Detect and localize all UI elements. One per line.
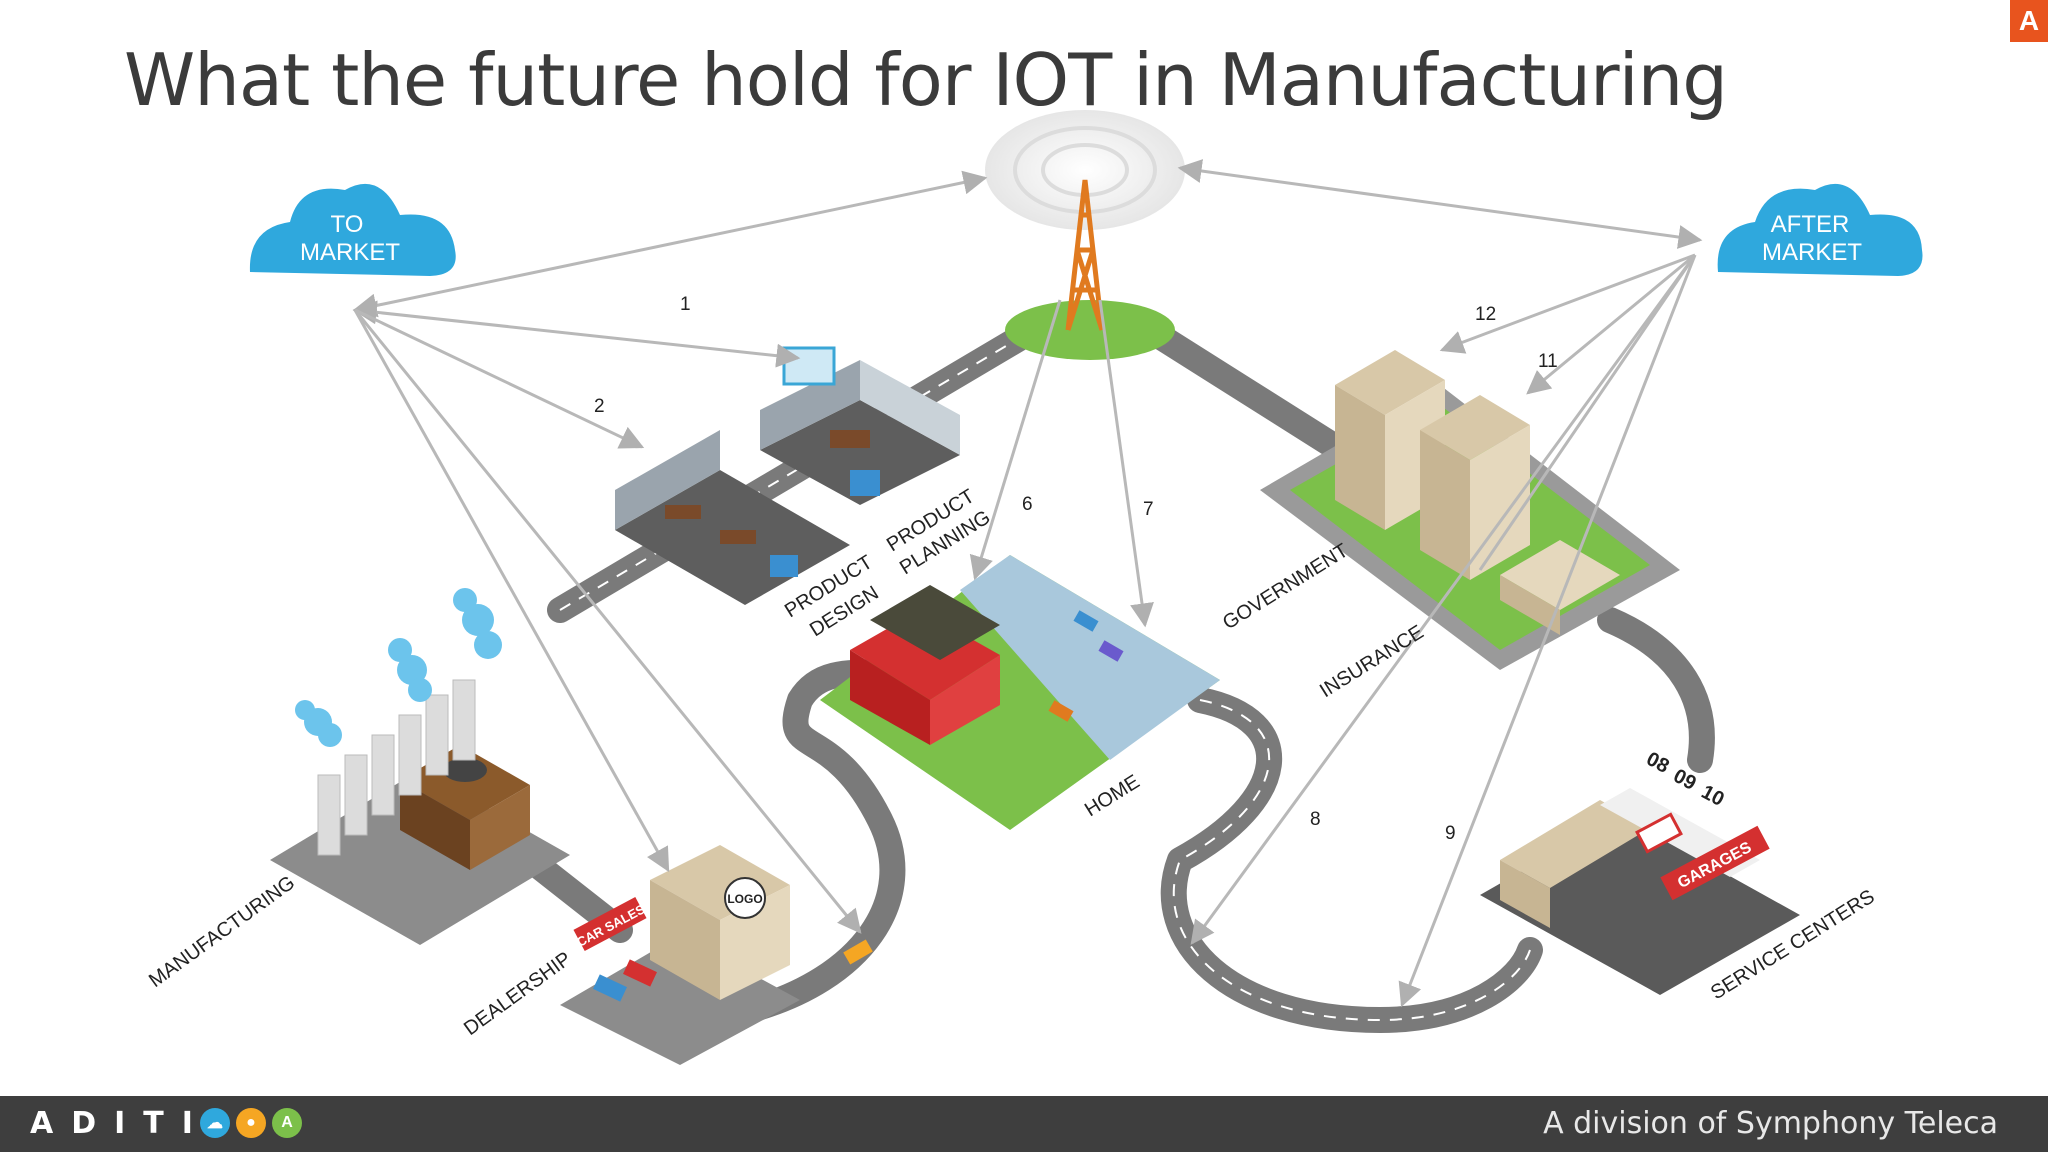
number-7: 7 — [1143, 499, 1154, 520]
cloud-icon: ☁ — [200, 1108, 230, 1138]
cloud-after-market: AFTER MARKET — [1717, 183, 1923, 276]
office-product-design — [615, 430, 850, 605]
number-11: 11 — [1538, 351, 1558, 372]
garages-sign — [1660, 825, 1770, 901]
arrow-6 — [969, 299, 1062, 581]
government-tower-2 — [1420, 395, 1530, 580]
road-home-to-service — [1160, 687, 1543, 1033]
arrow-market-to-tower — [352, 170, 988, 318]
number-9: 9 — [1445, 823, 1456, 844]
ambulance — [1635, 812, 1683, 854]
dealership-building: CAR SALES LOGO — [560, 845, 873, 1065]
arrow-7 — [1098, 299, 1154, 628]
road-government-to-service — [1597, 607, 1715, 773]
cloud-to-market-line2: MARKET — [300, 239, 400, 266]
corner-logo-badge: A — [2010, 0, 2048, 42]
car-sales-sign — [573, 896, 647, 952]
dealer-car — [623, 959, 657, 987]
cell-tower — [985, 110, 1185, 360]
office-monitor — [782, 346, 836, 386]
arrow-12 — [1439, 253, 1696, 354]
arrow-tower-to-after-market — [1177, 159, 1703, 249]
brand-icons: ☁ ● A — [200, 1108, 302, 1138]
road-dashes — [559, 319, 1531, 1022]
lightbulb-icon: ● — [236, 1108, 266, 1138]
service-center-garage: GARAGES 08 09 10 — [1480, 748, 1800, 995]
footer-bar: ADITI ☁ ● A A division of Symphony Telec… — [0, 1096, 2048, 1152]
logo-balloon — [724, 877, 766, 919]
a-letter-icon: A — [272, 1108, 302, 1138]
arrow-8 — [1190, 254, 1697, 945]
logo-balloon-text: LOGO — [727, 892, 762, 906]
connection-arrows — [352, 159, 1703, 1008]
home-building — [820, 555, 1220, 830]
arrow-market-to-dealership-1 — [353, 309, 670, 873]
cloud-to-market-line1: TO — [331, 211, 364, 238]
label-insurance: INSURANCE — [1316, 621, 1428, 702]
parking-car — [1073, 610, 1099, 632]
arrow-numbers: 1 2 6 7 12 11 8 9 — [594, 294, 1558, 844]
number-6: 6 — [1022, 494, 1033, 515]
cloud-after-market-line2: MARKET — [1762, 239, 1862, 266]
number-8: 8 — [1310, 809, 1321, 830]
arrow-market-to-dealership-2 — [353, 309, 862, 934]
bay-number-08: 08 — [1643, 748, 1673, 778]
aditi-brand: ADITI — [30, 1106, 211, 1141]
iot-manufacturing-diagram: TO MARKET AFTER MARKET — [145, 110, 1923, 1065]
arrow-2 — [354, 308, 645, 449]
tower-frame — [1065, 179, 1105, 331]
arrow-11 — [1526, 253, 1696, 395]
bay-number-10: 10 — [1698, 781, 1728, 811]
slide-title: What the future hold for IOT in Manufact… — [124, 38, 1728, 122]
cloud-to-market: TO MARKET — [249, 183, 456, 276]
label-government: GOVERNMENT — [1219, 540, 1352, 635]
number-1: 1 — [680, 294, 691, 315]
government-insurance-block — [1260, 350, 1680, 670]
arrow-9 — [1398, 254, 1697, 1008]
factory-smoke — [295, 588, 502, 747]
number-12: 12 — [1475, 304, 1496, 325]
factory-chimneys — [317, 679, 476, 856]
label-manufacturing: MANUFACTURING — [145, 872, 299, 992]
arrow-after-to-insurance — [1478, 254, 1697, 571]
cloud-after-market-line1: AFTER — [1771, 211, 1850, 238]
number-2: 2 — [594, 396, 605, 417]
label-dealership: DEALERSHIP — [460, 948, 575, 1040]
arrow-1 — [352, 300, 801, 368]
manufacturing-factory — [270, 588, 570, 945]
division-tagline: A division of Symphony Teleca — [1543, 1106, 1998, 1141]
tower-grass-base — [1005, 300, 1175, 360]
road-tower-to-government — [1137, 317, 1353, 463]
label-home: HOME — [1081, 771, 1144, 821]
road-car — [843, 939, 873, 965]
